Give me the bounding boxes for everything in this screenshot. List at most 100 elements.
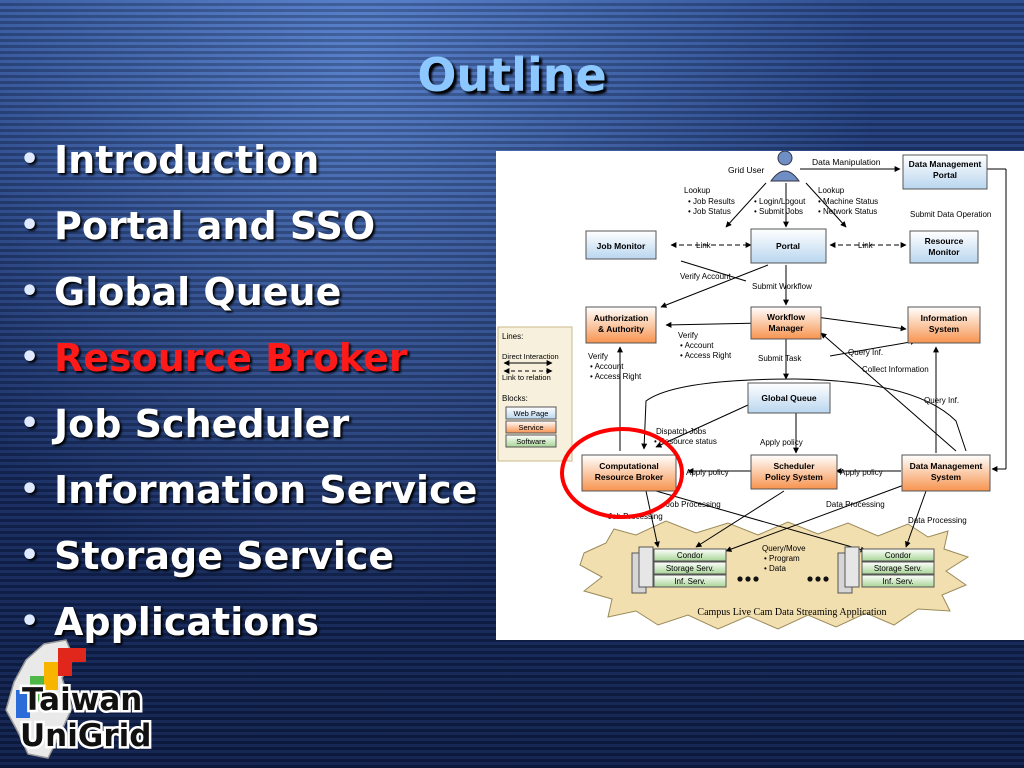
svg-text:Link to relation: Link to relation <box>502 373 551 382</box>
svg-text:Storage Serv.: Storage Serv. <box>874 564 922 573</box>
architecture-diagram: Grid User Data Manipulation Data Managem… <box>496 151 1024 640</box>
svg-text:• Network Status: • Network Status <box>818 207 877 216</box>
svg-text:• Submit Jobs: • Submit Jobs <box>754 207 803 216</box>
outline-item-label: Applications <box>54 600 319 644</box>
svg-text:Submit Task: Submit Task <box>758 354 802 363</box>
svg-text:Submit Workflow: Submit Workflow <box>752 282 812 291</box>
bullet-dot-icon: • <box>20 604 40 639</box>
svg-text:Direct Interaction: Direct Interaction <box>502 352 559 361</box>
svg-text:Query Inf.: Query Inf. <box>848 348 883 357</box>
outline-item-label: Introduction <box>54 138 320 182</box>
svg-text:Verify Account: Verify Account <box>680 272 731 281</box>
scheduler-policy-block: Scheduler Policy System <box>750 454 838 490</box>
svg-text:Lookup: Lookup <box>818 186 845 195</box>
svg-text:Job Processing: Job Processing <box>666 500 721 509</box>
svg-text:System: System <box>931 472 962 482</box>
svg-text:Computational: Computational <box>599 461 659 471</box>
svg-text:Data Management: Data Management <box>909 159 982 169</box>
svg-text:Apply policy: Apply policy <box>760 438 803 447</box>
computational-resource-broker-block: Computational Resource Broker <box>581 454 677 492</box>
svg-text:• Access Right: • Access Right <box>680 351 732 360</box>
svg-text:Link: Link <box>858 241 874 250</box>
bullet-dot-icon: • <box>20 142 40 177</box>
outline-item-label: Storage Service <box>54 534 395 578</box>
svg-text:Verify: Verify <box>678 331 698 340</box>
svg-text:• Account: • Account <box>680 341 714 350</box>
svg-text:• Resource status: • Resource status <box>654 437 717 446</box>
global-queue-block: Global Queue <box>747 382 831 414</box>
svg-text:Policy System: Policy System <box>765 472 823 482</box>
svg-text:Data Processing: Data Processing <box>826 500 885 509</box>
svg-text:Scheduler: Scheduler <box>773 461 815 471</box>
outline-item-label: Job Scheduler <box>54 402 350 446</box>
svg-text:Web Page: Web Page <box>514 409 549 418</box>
svg-text:& Authority: & Authority <box>598 324 644 334</box>
outline-item: • Information Service <box>14 462 477 528</box>
logo-text-line1: Taiwan <box>22 682 142 718</box>
workflow-manager-block: Workflow Manager <box>750 306 822 340</box>
campus-cloud <box>579 520 970 630</box>
outline-item: •Job Scheduler <box>14 396 477 462</box>
svg-text:Data Processing: Data Processing <box>908 516 967 525</box>
svg-text:Query Inf.: Query Inf. <box>924 396 959 405</box>
resource-monitor-block: Resource Monitor <box>909 230 979 264</box>
svg-text:Information: Information <box>921 313 968 323</box>
outline-item-label: Resource Broker <box>54 336 408 380</box>
svg-text:Submit Data Operation: Submit Data Operation <box>910 210 991 219</box>
svg-text:Verify: Verify <box>588 352 608 361</box>
bullet-dot-icon: • <box>20 538 40 573</box>
bullet-dot-icon: • <box>20 340 40 375</box>
svg-text:Job Monitor: Job Monitor <box>597 241 646 251</box>
outline-item-label: Global Queue <box>54 270 342 314</box>
svg-text:Dispatch Jobs: Dispatch Jobs <box>656 427 706 436</box>
bullet-dot-icon: • <box>20 472 40 507</box>
right-service-stack: Condor Storage Serv. Inf. Serv. <box>861 548 935 588</box>
logo-text-line2: UniGrid <box>20 718 151 754</box>
portal-block: Portal <box>750 228 827 264</box>
diagram-legend: Lines: Direct Interaction Link to relati… <box>497 326 573 462</box>
svg-text:Blocks:: Blocks: <box>502 394 528 403</box>
bullet-dot-icon: • <box>20 208 40 243</box>
job-monitor-block: Job Monitor <box>585 230 657 260</box>
highlight-callout-circle <box>560 427 684 519</box>
svg-text:Apply policy: Apply policy <box>686 468 729 477</box>
outline-item: • Applications <box>14 594 477 660</box>
outline-item-label: Portal and SSO <box>54 204 376 248</box>
svg-text:Authorization: Authorization <box>594 313 649 323</box>
grid-user-label: Grid User <box>728 165 765 175</box>
data-management-portal-block: Data Management Portal <box>902 154 988 190</box>
svg-text:Collect Information: Collect Information <box>862 365 929 374</box>
svg-text:Manager: Manager <box>769 323 805 333</box>
svg-text:Resource: Resource <box>925 236 964 246</box>
left-service-stack: Condor Storage Serv. Inf. Serv. <box>653 548 727 588</box>
svg-text:• Data: • Data <box>764 564 786 573</box>
data-manipulation-label: Data Manipulation <box>812 157 881 167</box>
svg-text:Inf. Serv.: Inf. Serv. <box>674 577 705 586</box>
outline-item: • Portal and SSO <box>14 198 477 264</box>
ellipsis-dots-icon <box>737 576 829 582</box>
right-server-icon <box>837 546 860 594</box>
svg-text:Global Queue: Global Queue <box>761 393 817 403</box>
svg-text:Storage Serv.: Storage Serv. <box>666 564 714 573</box>
diagram-labels: Lookup • Job Results • Job Status • Logi… <box>588 186 991 573</box>
svg-text:Query/Move: Query/Move <box>762 544 806 553</box>
svg-text:Inf. Serv.: Inf. Serv. <box>882 577 913 586</box>
svg-text:Lookup: Lookup <box>684 186 711 195</box>
svg-text:Apply policy: Apply policy <box>840 468 883 477</box>
svg-text:Link: Link <box>696 241 712 250</box>
svg-text:Workflow: Workflow <box>767 312 805 322</box>
svg-text:• Job Status: • Job Status <box>688 207 731 216</box>
diagram-connections <box>617 166 1007 553</box>
svg-text:• Account: • Account <box>590 362 624 371</box>
slide-title: Outline <box>417 48 607 102</box>
svg-text:Portal: Portal <box>933 170 957 180</box>
svg-text:Monitor: Monitor <box>928 247 960 257</box>
taiwan-unigrid-logo: Taiwan UniGrid <box>4 638 184 764</box>
outline-item-label: Information Service <box>54 468 478 512</box>
architecture-diagram-svg: Grid User Data Manipulation Data Managem… <box>497 151 1007 630</box>
outline-item: • Introduction <box>14 132 477 198</box>
authorization-block: Authorization & Authority <box>585 306 657 344</box>
left-server-icon <box>631 546 654 594</box>
svg-text:Service: Service <box>518 423 543 432</box>
